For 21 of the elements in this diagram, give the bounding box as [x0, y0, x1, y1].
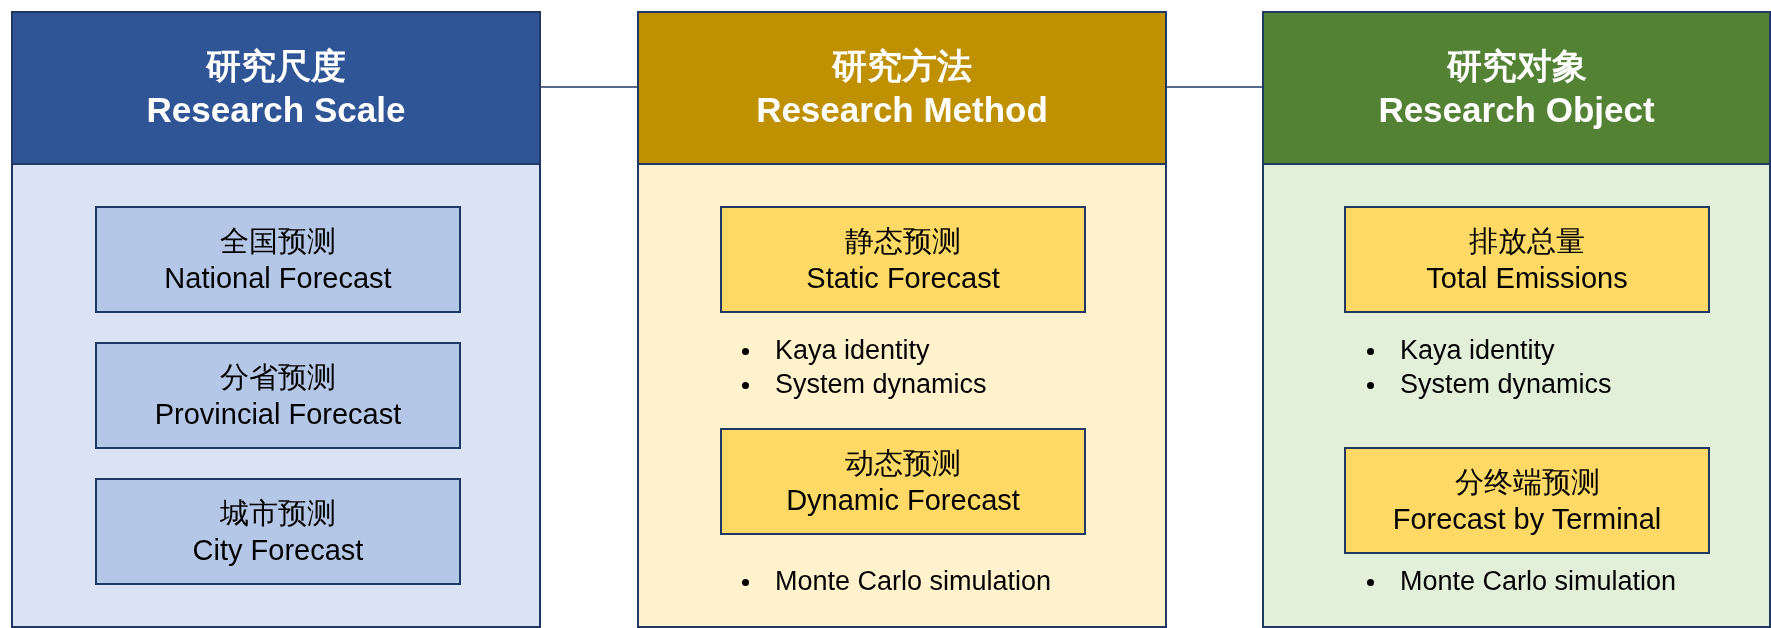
bullet-item: System dynamics — [775, 369, 987, 400]
bullet-item: Monte Carlo simulation — [1400, 566, 1677, 597]
bullet-item: Kaya identity — [775, 335, 930, 366]
category-box: 分终端预测 Forecast by Terminal — [1344, 447, 1710, 554]
category-box: 分省预测 Provincial Forecast — [95, 342, 461, 449]
column-heading: 研究尺度 Research Scale — [13, 13, 539, 165]
column-heading: 研究方法 Research Method — [639, 13, 1165, 165]
connector-line — [1166, 86, 1263, 88]
connector-line — [540, 86, 638, 88]
category-box: 动态预测 Dynamic Forecast — [720, 428, 1086, 535]
bullet-item: Monte Carlo simulation — [775, 566, 1052, 597]
column-panel — [1262, 11, 1771, 628]
column-panel — [637, 11, 1167, 628]
column-heading: 研究对象 Research Object — [1264, 13, 1769, 165]
column-panel — [11, 11, 541, 628]
category-box: 静态预测 Static Forecast — [720, 206, 1086, 313]
category-box: 排放总量 Total Emissions — [1344, 206, 1710, 313]
bullet-item: System dynamics — [1400, 369, 1612, 400]
category-box: 城市预测 City Forecast — [95, 478, 461, 585]
category-box: 全国预测 National Forecast — [95, 206, 461, 313]
bullet-item: Kaya identity — [1400, 335, 1555, 366]
